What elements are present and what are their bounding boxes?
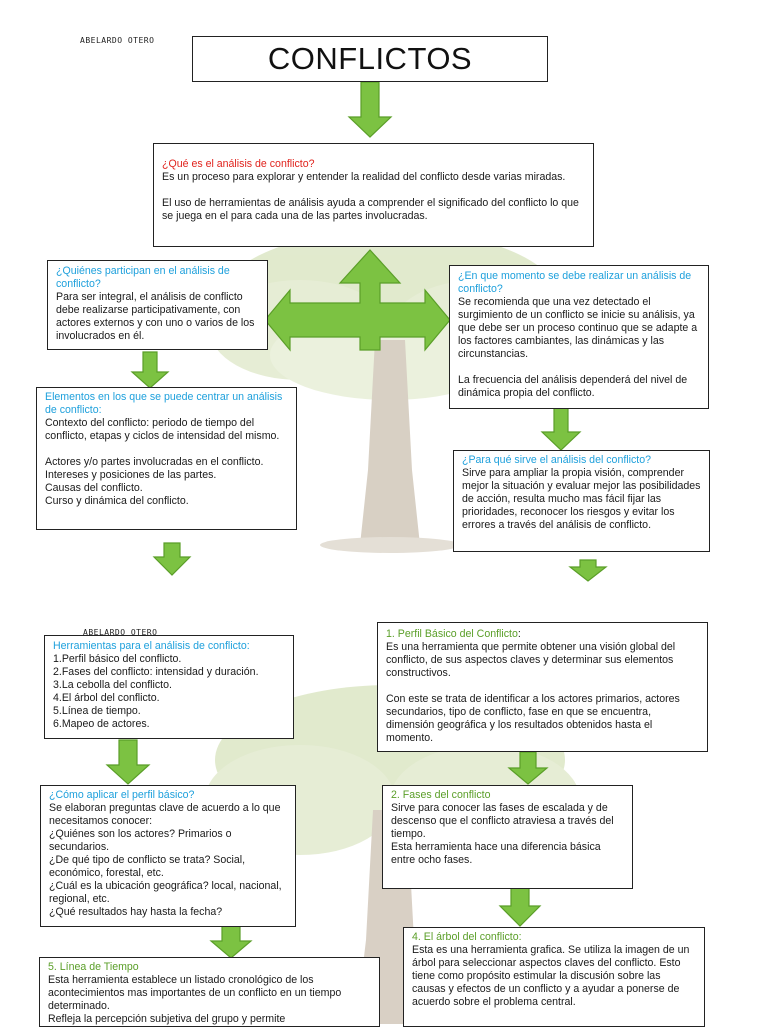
list-item: 5.Línea de tiempo. [53, 705, 141, 717]
arrow-down-7 [507, 751, 549, 785]
arrow-down-5 [568, 559, 608, 582]
box-paragraph: Sirve para conocer las fases de escalada… [391, 802, 614, 866]
box-paragraph: Es una herramienta que permite obtener u… [386, 641, 676, 679]
box-que-es: ¿Qué es el análisis de conflicto? Es un … [153, 143, 594, 247]
box-arbol: 4. El árbol del conflicto: Esta es una h… [403, 927, 705, 1027]
list-item: 2.Fases del conflicto: intensidad y dura… [53, 666, 259, 678]
box-para-que: ¿Para qué sirve el análisis del conflict… [453, 450, 710, 552]
list-item: 1.Perfil básico del conflicto. [53, 653, 182, 665]
box-paragraph: Se elaboran preguntas clave de acuerdo a… [49, 802, 282, 918]
box-heading: ¿Quiénes participan en el análisis de co… [56, 265, 230, 290]
box-heading-suffix: : [517, 628, 521, 640]
box-paragraph: Es un proceso para explorar y entender l… [162, 171, 566, 183]
box-perfil-basico: 1. Perfil Básico del Conflicto: Es una h… [377, 622, 708, 752]
box-linea-tiempo: 5. Línea de Tiempo Esta herramienta esta… [39, 957, 380, 1027]
box-heading: 1. Perfil Básico del Conflicto [386, 628, 518, 640]
box-heading: ¿En que momento se debe realizar un anál… [458, 270, 692, 295]
author-label: ABELARDO OTERO [80, 36, 155, 45]
diagram-title: CONFLICTOS [192, 36, 548, 82]
arrow-down-1 [347, 81, 393, 138]
box-paragraph: Con este se trata de identificar a los a… [386, 693, 680, 744]
box-paragraph: Para ser integral, el análisis de confli… [56, 291, 255, 342]
box-heading: Herramientas para el análisis de conflic… [53, 640, 250, 652]
box-paragraph: Contexto del conflicto: periodo de tiemp… [45, 417, 280, 442]
box-como-aplicar: ¿Cómo aplicar el perfil básico? Se elabo… [40, 785, 296, 927]
list-item: 6.Mapeo de actores. [53, 718, 150, 730]
box-paragraph: Sirve para ampliar la propia visión, com… [462, 467, 701, 531]
box-fases: 2. Fases del conflicto Sirve para conoce… [382, 785, 633, 889]
box-paragraph: El uso de herramientas de análisis ayuda… [162, 197, 579, 222]
box-paragraph: La frecuencia del análisis dependerá del… [458, 374, 688, 399]
tools-list: 1.Perfil básico del conflicto. 2.Fases d… [53, 653, 285, 731]
box-quienes: ¿Quiénes participan en el análisis de co… [47, 260, 268, 350]
arrow-down-4 [152, 542, 192, 576]
box-herramientas: Herramientas para el análisis de conflic… [44, 635, 294, 739]
box-heading: 2. Fases del conflicto [391, 789, 491, 801]
arrow-down-3 [540, 407, 582, 451]
box-heading: ¿Cómo aplicar el perfil básico? [49, 789, 195, 801]
box-paragraph: Actores y/o partes involucradas en el co… [45, 456, 264, 507]
box-paragraph: Se recomienda que una vez detectado el s… [458, 296, 698, 360]
box-paragraph: Esta herramienta establece un listado cr… [48, 974, 342, 1025]
list-item: 3.La cebolla del conflicto. [53, 679, 172, 691]
box-heading: 5. Línea de Tiempo [48, 961, 139, 973]
box-heading: Elementos en los que se puede centrar un… [45, 391, 283, 416]
box-heading: ¿Para qué sirve el análisis del conflict… [462, 454, 652, 466]
box-momento: ¿En que momento se debe realizar un anál… [449, 265, 709, 409]
arrow-down-2 [130, 351, 170, 389]
box-elementos: Elementos en los que se puede centrar un… [36, 387, 297, 530]
box-heading: 4. El árbol del conflicto: [412, 931, 522, 943]
box-heading: ¿Qué es el análisis de conflicto? [162, 158, 315, 170]
arrow-down-8 [498, 887, 542, 927]
arrow-down-6 [105, 739, 151, 785]
box-paragraph: Esta es una herramienta grafica. Se util… [412, 944, 690, 1008]
author-label-repeat: ABELARDO OTERO [83, 628, 158, 637]
arrow-down-9 [209, 925, 253, 959]
list-item: 4.El árbol del conflicto. [53, 692, 160, 704]
arrow-four-way [264, 249, 451, 352]
